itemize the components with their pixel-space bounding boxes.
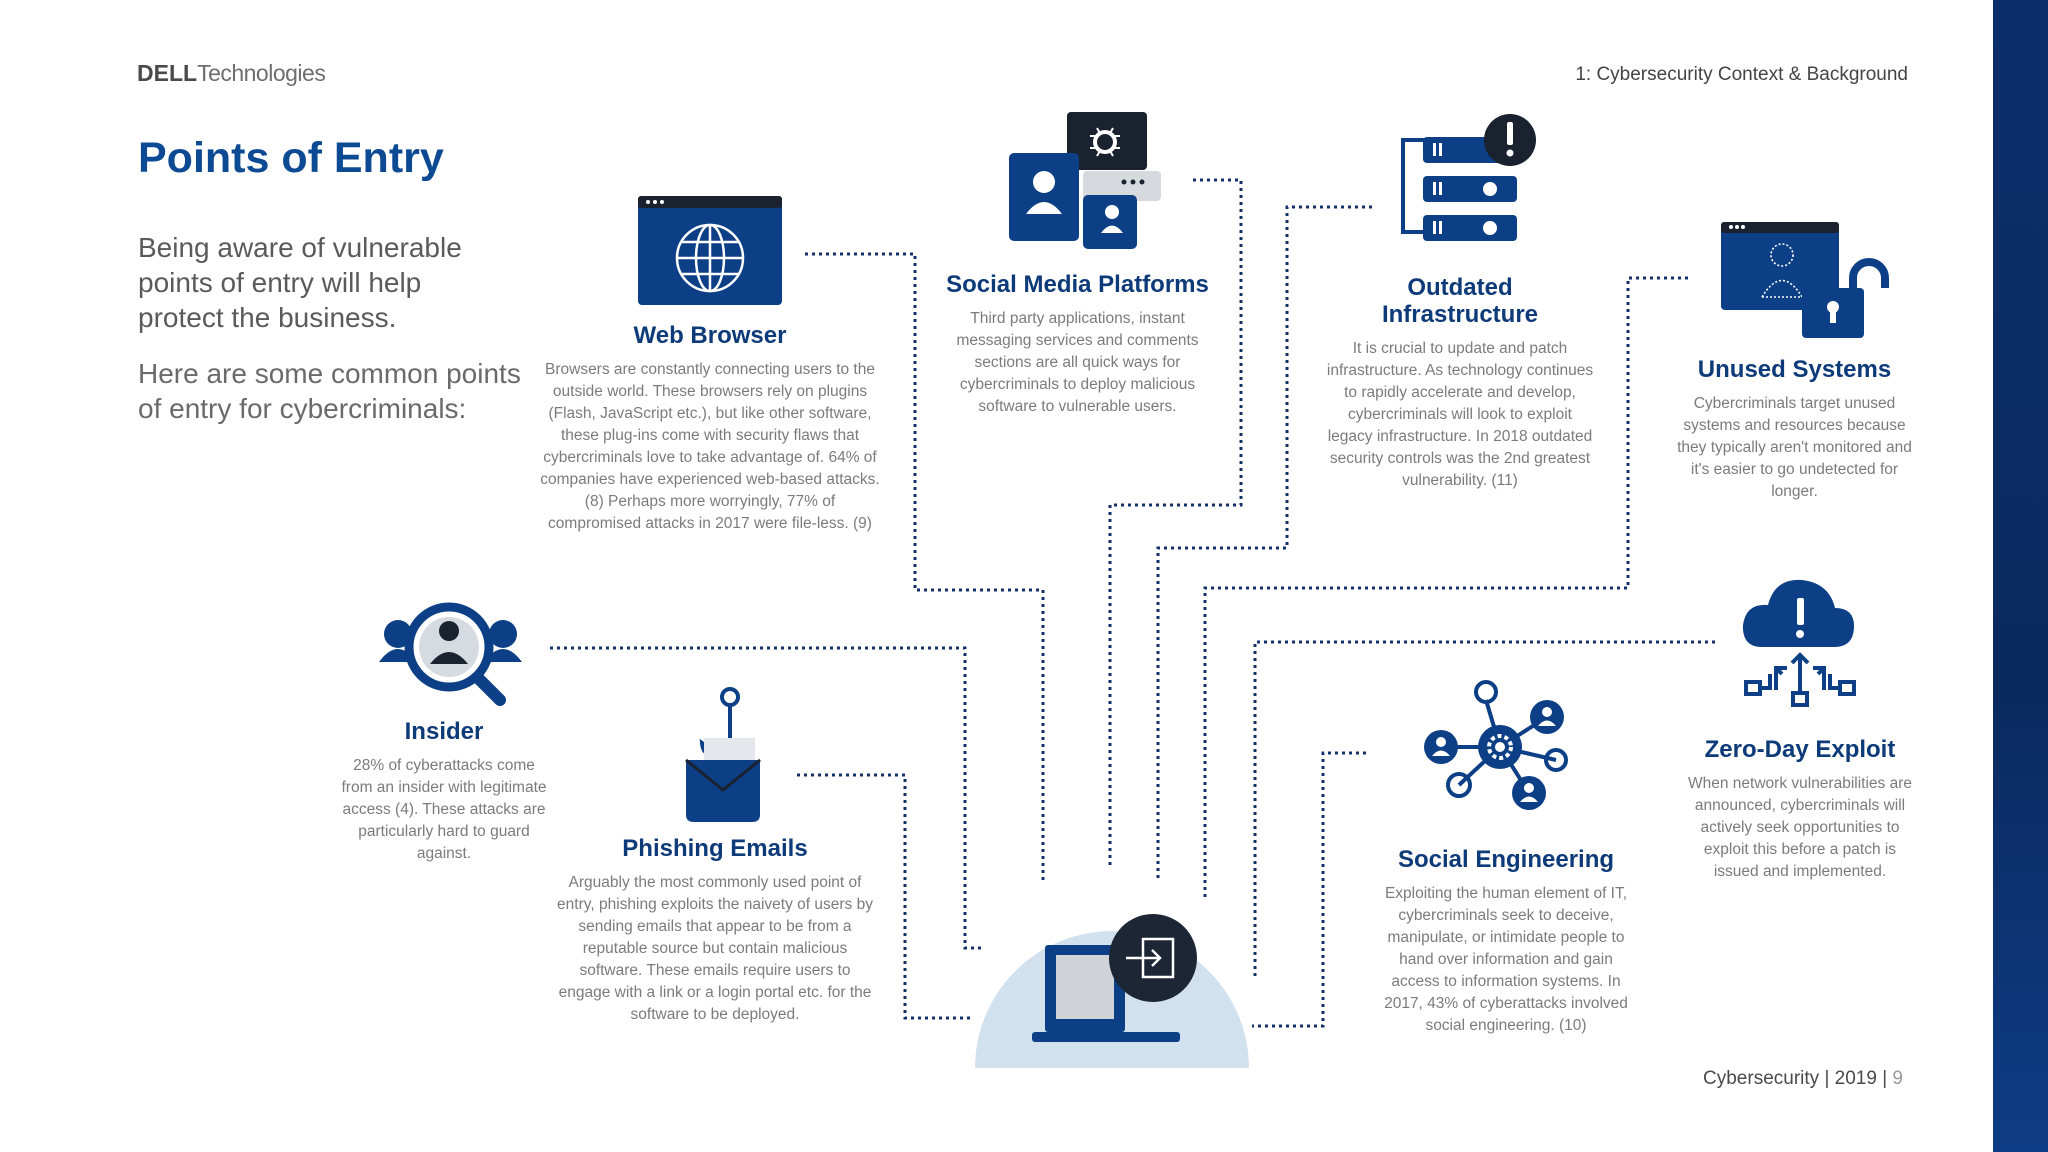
phishing-hook-envelope-icon bbox=[685, 687, 761, 822]
right-accent-bar bbox=[1993, 0, 2048, 1152]
point-social-eng: Social Engineering Exploiting the human … bbox=[1378, 846, 1634, 1037]
point-outdated: Outdated Infrastructure It is crucial to… bbox=[1325, 274, 1595, 492]
page-number: 9 bbox=[1892, 1068, 1903, 1089]
connector-outdated bbox=[1156, 205, 1372, 880]
footer-text: Cybersecurity | 2019 | bbox=[1703, 1068, 1893, 1089]
center-laptop-icon bbox=[975, 914, 1249, 1068]
point-social-media: Social Media Platforms Third party appli… bbox=[945, 271, 1210, 418]
social-eng-title: Social Engineering bbox=[1397, 846, 1615, 873]
web-browser-title: Web Browser bbox=[633, 322, 787, 349]
intro-lead: Being aware of vulnerable points of entr… bbox=[138, 232, 462, 333]
social-media-icon bbox=[1009, 112, 1161, 249]
point-phishing: Phishing Emails Arguably the most common… bbox=[555, 835, 875, 1026]
social-media-title: Social Media Platforms bbox=[946, 271, 1209, 298]
section-label: 1: Cybersecurity Context & Background bbox=[1575, 64, 1908, 85]
unused-text: Cybercriminals target unused systems and… bbox=[1677, 395, 1912, 500]
point-insider: Insider 28% of cyberattacks come from an… bbox=[338, 718, 550, 865]
cloud-alert-icon bbox=[1742, 579, 1856, 707]
outdated-text: It is crucial to update and patch infras… bbox=[1326, 340, 1594, 489]
unused-title: Unused Systems bbox=[1697, 356, 1892, 383]
unused-system-lock-icon bbox=[1721, 222, 1889, 338]
outdated-title: Outdated Infrastructure bbox=[1381, 274, 1539, 328]
point-unused: Unused Systems Cybercriminals target unu… bbox=[1672, 356, 1917, 503]
insider-search-icon bbox=[379, 602, 522, 706]
dell-technologies-logo: DELLTechnologies bbox=[137, 60, 326, 86]
connector-social-eng bbox=[1252, 751, 1366, 1028]
point-zero-day: Zero-Day Exploit When network vulnerabil… bbox=[1680, 736, 1920, 883]
server-alert-icon bbox=[1401, 114, 1536, 241]
zero-day-text: When network vulnerabilities are announc… bbox=[1688, 775, 1912, 880]
point-web-browser: Web Browser Browsers are constantly conn… bbox=[540, 322, 880, 535]
social-media-text: Third party applications, instant messag… bbox=[956, 310, 1199, 415]
intro-sub: Here are some common points of entry for… bbox=[138, 358, 521, 424]
network-people-icon bbox=[1424, 680, 1568, 810]
insider-text: 28% of cyberattacks come from an insider… bbox=[341, 757, 547, 862]
phishing-text: Arguably the most commonly used point of… bbox=[557, 874, 873, 1023]
zero-day-title: Zero-Day Exploit bbox=[1704, 736, 1896, 763]
globe-browser-icon bbox=[638, 196, 782, 305]
web-browser-text: Browsers are constantly connecting users… bbox=[540, 361, 880, 532]
phishing-title: Phishing Emails bbox=[622, 835, 808, 862]
connector-lines bbox=[550, 178, 1715, 1028]
insider-title: Insider bbox=[404, 718, 484, 745]
footer: Cybersecurity | 2019 | 9 bbox=[1703, 1068, 1903, 1090]
page-title: Points of Entry bbox=[138, 134, 444, 182]
connector-social-media bbox=[1108, 178, 1243, 865]
social-eng-text: Exploiting the human element of IT, cybe… bbox=[1384, 885, 1628, 1034]
connector-unused bbox=[1203, 276, 1688, 900]
